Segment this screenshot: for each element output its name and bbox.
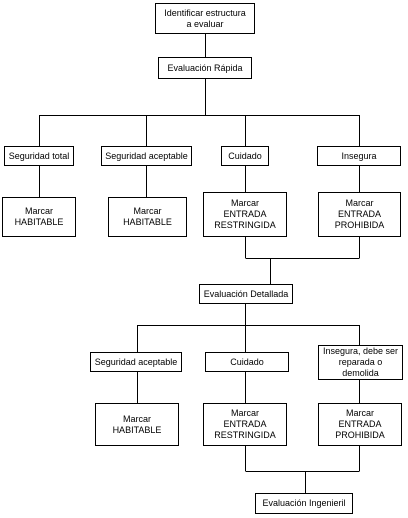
rapid-mark-habitable-total: Marcar HABITABLE	[2, 197, 76, 237]
engineering-evaluation-node: Evaluación Ingenieril	[255, 493, 353, 514]
rapid-care-node: Cuidado	[221, 146, 269, 166]
detailed-mark-habitable: Marcar HABITABLE	[95, 403, 179, 446]
rapid-evaluation-node: Evaluación Rápida	[158, 57, 252, 79]
rapid-mark-habitable-acceptable: Marcar HABITABLE	[108, 197, 187, 237]
rapid-total-safety-node: Seguridad total	[4, 146, 74, 166]
rapid-unsafe-node: Insegura	[317, 146, 401, 166]
detailed-unsafe-node: Insegura, debe ser reparada o demolida	[318, 345, 403, 380]
detailed-care-node: Cuidado	[205, 352, 289, 372]
detailed-acceptable-safety-node: Seguridad aceptable	[90, 352, 182, 372]
rapid-mark-prohibited-entry: Marcar ENTRADA PROHIBIDA	[318, 192, 401, 237]
detailed-mark-restricted-entry: Marcar ENTRADA RESTRINGIDA	[203, 403, 287, 446]
identify-structure-node: Identificar estructura a evaluar	[155, 3, 255, 34]
rapid-acceptable-safety-node: Seguridad aceptable	[101, 146, 192, 166]
rapid-mark-restricted-entry: Marcar ENTRADA RESTRINGIDA	[203, 192, 287, 237]
detailed-evaluation-node: Evaluación Detallada	[199, 284, 293, 304]
detailed-mark-prohibited-entry: Marcar ENTRADA PROHIBIDA	[318, 403, 402, 446]
